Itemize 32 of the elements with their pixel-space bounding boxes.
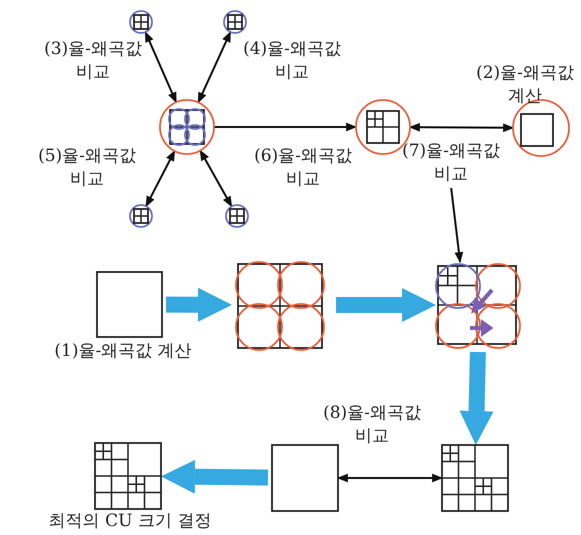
arrow: [214, 122, 358, 132]
cu-partition-drawing: [223, 10, 247, 34]
arrow: [336, 474, 444, 482]
cu-block: [271, 444, 339, 512]
edge-label: (3)율-왜곡값 비교: [43, 38, 143, 84]
arrow: [408, 122, 514, 132]
cu-partition-drawing: [225, 204, 249, 228]
edge-label: (4)율-왜곡값 비교: [242, 38, 342, 84]
arrow: [145, 150, 176, 208]
cu-partition-drawing: [129, 204, 153, 228]
edge-label: (8)율-왜곡값 비교: [322, 402, 422, 448]
arrow: [197, 31, 232, 104]
edge-label: (6)율-왜곡값 비교: [253, 145, 353, 191]
arrow: [144, 31, 178, 104]
cu-block: [96, 271, 163, 338]
node-label: (2)율-왜곡값 계산: [475, 62, 575, 108]
block-arrow: [166, 288, 232, 322]
cu-partition-drawing: [435, 263, 521, 349]
step-label: (7)율-왜곡값 비교: [401, 140, 501, 186]
block-arrow: [460, 352, 494, 445]
node-label: 최적의 CU 크기 결정: [48, 510, 212, 533]
block-arrow: [161, 460, 268, 494]
cu-partition-drawing: [441, 444, 509, 512]
node-label: (1)율-왜곡값 계산: [53, 340, 193, 363]
cu-partition-drawing: [129, 10, 153, 34]
arrow: [199, 150, 232, 208]
cu-partition-drawing: [159, 99, 215, 155]
arrow: [450, 188, 464, 264]
block-arrow: [336, 288, 436, 322]
edge-label: (5)율-왜곡값 비교: [37, 145, 137, 191]
cu-partition-drawing: [235, 261, 325, 351]
cu-partition-drawing: [94, 442, 162, 510]
